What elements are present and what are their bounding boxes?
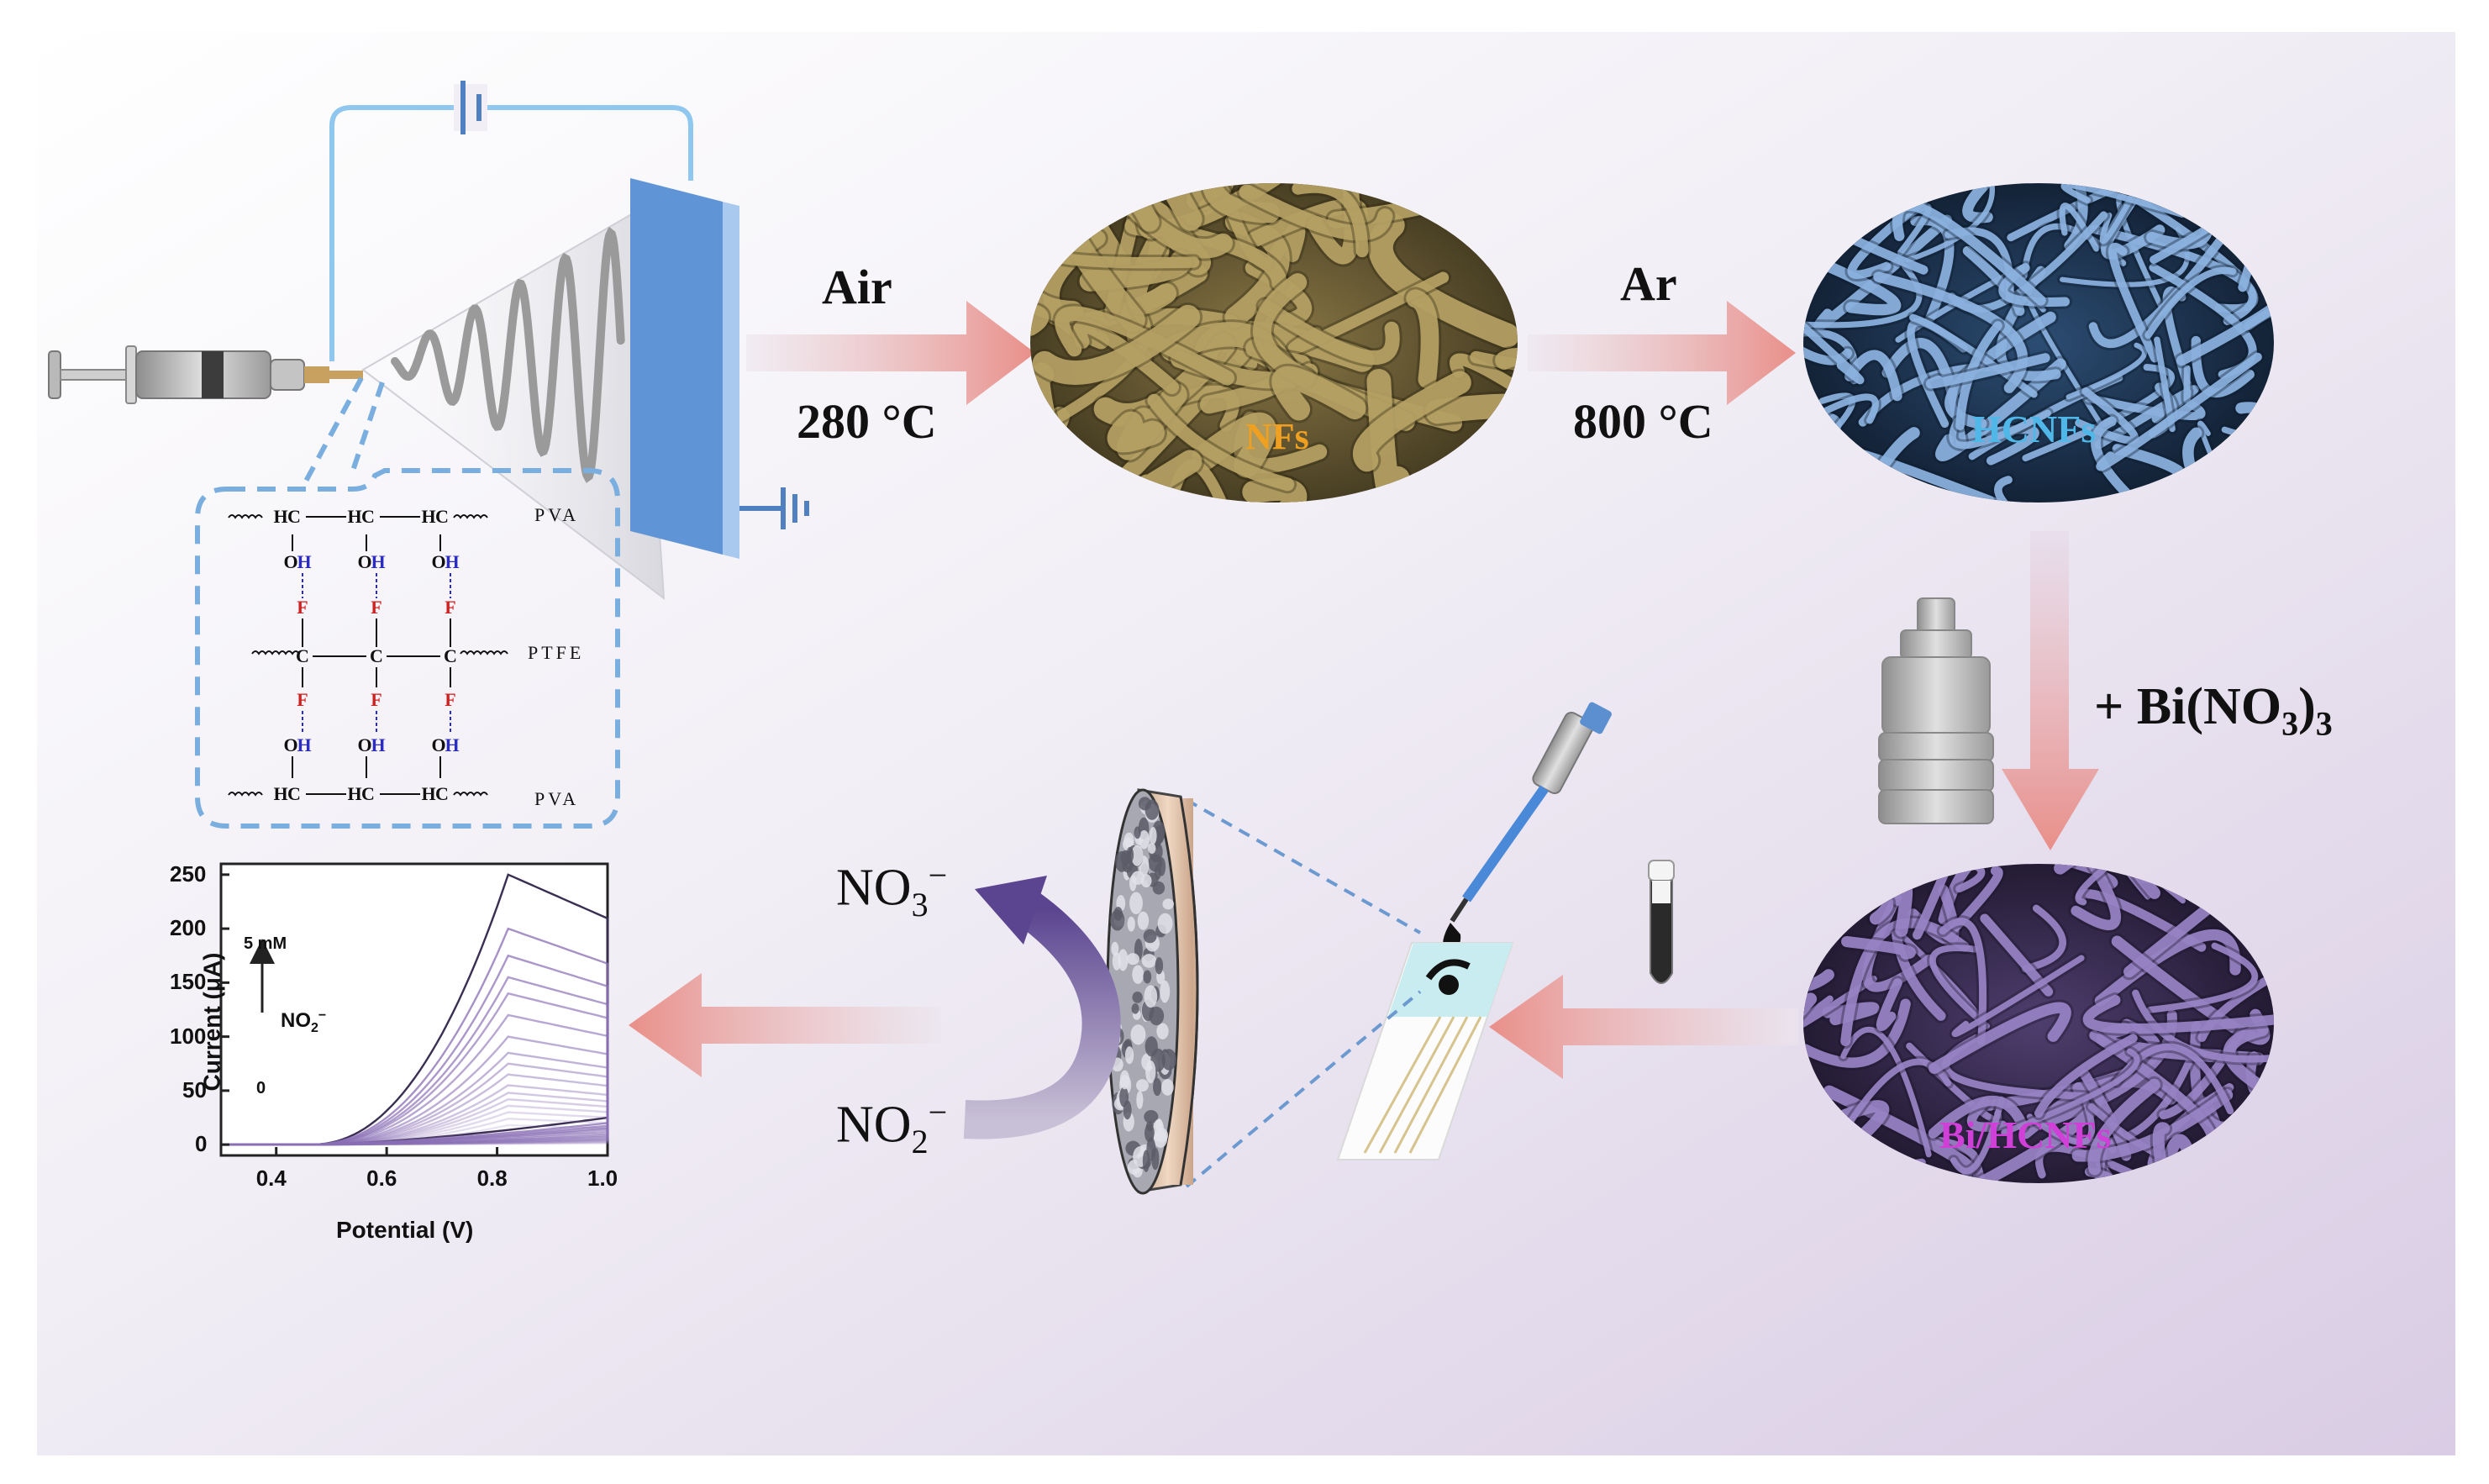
syringe-icon <box>48 345 363 404</box>
arrow-to-electrode <box>1489 975 1798 1079</box>
cv-curve <box>221 1051 609 1146</box>
vial-icon <box>1648 860 1675 984</box>
chem-atom: O <box>283 734 297 755</box>
chem-atom: H <box>421 783 435 804</box>
ground-icon <box>739 487 809 529</box>
chem-atom: H <box>371 551 385 572</box>
chem-atom: H <box>347 783 361 804</box>
chem-atom: C <box>361 506 375 527</box>
x-tick-label: 1.0 <box>587 1166 618 1191</box>
chem-atom: H <box>371 734 385 755</box>
label-bihcnfs: Bi/HCNFs <box>1939 1113 2112 1156</box>
x-tick-label: 0.8 <box>476 1166 508 1191</box>
chem-atom: C <box>361 783 375 804</box>
chem-atom: H <box>347 506 361 527</box>
chem-atom: H <box>297 734 311 755</box>
chem-atom: H <box>445 551 459 572</box>
label-no3: NO3− <box>836 856 948 924</box>
conversion-arrow <box>963 876 1121 1139</box>
chart-annotation-top: 5 mM <box>244 934 287 953</box>
zoom-line <box>1185 990 1422 1188</box>
chem-atom: C <box>287 506 301 527</box>
label-ptfe: PTFE <box>528 642 585 663</box>
chem-atom: H <box>297 551 311 572</box>
cv-curve <box>221 1118 609 1146</box>
y-tick-label: 0 <box>195 1131 208 1157</box>
pipette-icon <box>1443 702 1612 951</box>
chem-atom: H <box>445 734 459 755</box>
arrow-air <box>746 301 1035 405</box>
cv-curve <box>221 1111 609 1146</box>
y-tick-label: 50 <box>182 1076 207 1102</box>
chart-xlabel: Potential (V) <box>336 1217 474 1243</box>
callout-line <box>300 376 364 489</box>
battery-icon <box>454 81 487 134</box>
label-280c: 280 °C <box>797 394 937 449</box>
label-nfs: NFs <box>1245 416 1309 457</box>
cv-curve <box>221 1092 609 1146</box>
cv-curve <box>221 1104 609 1146</box>
label-hcnfs: HCNFs <box>1971 408 2097 450</box>
y-tick-label: 100 <box>170 1023 207 1049</box>
cv-curve <box>221 1084 609 1146</box>
chem-atom: H <box>421 506 435 527</box>
chem-atom: F <box>371 597 382 618</box>
label-800c: 800 °C <box>1573 394 1713 449</box>
label-no2: NO2− <box>836 1093 948 1161</box>
chart-annotation-bottom: 0 <box>256 1079 266 1097</box>
collector-plate <box>630 178 739 559</box>
label-pva-top: PVA <box>534 504 580 525</box>
electrode-disk <box>1106 788 1199 1195</box>
chem-atom: F <box>445 597 455 618</box>
cv-chart <box>219 862 609 1157</box>
chem-atom: C <box>287 783 301 804</box>
fiber-spiral <box>391 226 625 483</box>
dashed-box <box>195 468 620 829</box>
label-bi-reagent: + Bi(NO3)3 <box>2094 678 2333 743</box>
label-air: Air <box>822 260 892 314</box>
chem-atom: H <box>273 506 287 527</box>
x-tick-label: 0.4 <box>255 1166 287 1191</box>
chem-atom: O <box>431 734 445 755</box>
chem-atom: F <box>297 689 308 710</box>
sem-hcnfs <box>1803 183 2274 503</box>
chem-atom: O <box>431 551 445 572</box>
chem-atom: C <box>296 645 309 666</box>
chem-atom: O <box>357 551 371 572</box>
chem-atom: F <box>297 597 308 618</box>
autoclave-icon <box>1878 597 1994 824</box>
label-pva-bottom: PVA <box>534 788 580 809</box>
chem-atom: F <box>445 689 455 710</box>
cv-curve <box>221 1062 609 1146</box>
zoom-line <box>1186 798 1421 934</box>
chart-annotation-species: NO2− <box>281 1008 327 1035</box>
screen-printed-electrode <box>1336 942 1514 1160</box>
arrow-to-chart <box>629 973 941 1077</box>
chem-atom: O <box>357 734 371 755</box>
y-tick-label: 150 <box>170 969 207 995</box>
cv-curve <box>221 1130 609 1146</box>
arrow-down <box>2002 531 2099 850</box>
label-ar: Ar <box>1620 256 1677 311</box>
chem-atom: C <box>435 506 449 527</box>
chem-atom: C <box>435 783 449 804</box>
y-tick-label: 200 <box>170 915 207 941</box>
cv-curve <box>221 1073 609 1146</box>
chem-atom: F <box>371 689 382 710</box>
x-tick-label: 0.6 <box>366 1166 397 1191</box>
chem-atom: C <box>444 645 457 666</box>
y-tick-label: 250 <box>170 860 207 887</box>
chem-atom: O <box>283 551 297 572</box>
chem-atom: H <box>273 783 287 804</box>
chem-atom: C <box>370 645 383 666</box>
callout-line <box>350 382 385 471</box>
cv-curve <box>221 1124 609 1146</box>
cv-curve <box>221 1097 609 1146</box>
electrospinning-setup <box>48 81 809 601</box>
sem-nfs <box>1030 183 1518 503</box>
arrow-ar <box>1528 301 1796 405</box>
